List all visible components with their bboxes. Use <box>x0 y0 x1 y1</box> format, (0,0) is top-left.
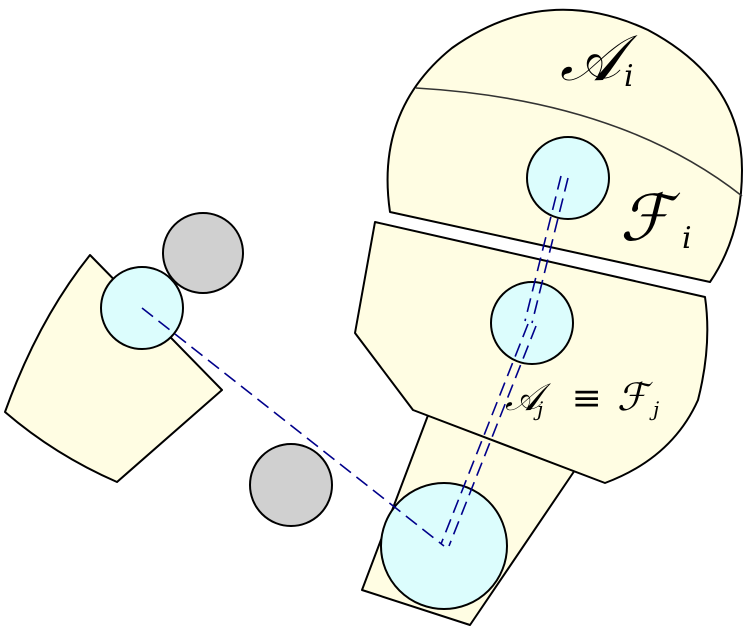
region-i-divider <box>415 87 743 197</box>
svg-text:i: i <box>624 59 634 94</box>
obstacle-circle-upper <box>162 212 244 294</box>
svg-text:j: j <box>533 397 543 421</box>
link-line-middle-b <box>440 323 529 545</box>
svg-text:j: j <box>649 397 659 421</box>
left-support-region <box>4 254 223 483</box>
link-line-top-b <box>524 175 562 322</box>
link-line-left <box>141 307 445 547</box>
link-line-middle-a <box>448 325 537 547</box>
obstacle-circle-lower <box>249 443 333 527</box>
svg-text:≡: ≡ <box>560 378 613 419</box>
svg-text:i: i <box>682 221 692 256</box>
link-line-top-a <box>531 177 569 324</box>
label-region-j: 𝒜 j ≡ ℱ j <box>505 375 659 421</box>
